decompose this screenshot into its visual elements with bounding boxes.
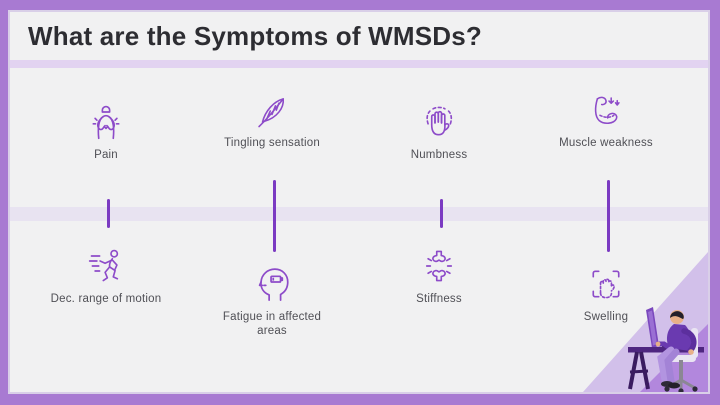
back-pain-icon	[92, 105, 120, 140]
timeline-connector	[273, 180, 276, 252]
symptom-item-fatigue: Fatigue in affected areas	[189, 262, 355, 338]
timeline-connector	[607, 180, 610, 252]
timeline-connector	[107, 199, 110, 228]
symptom-label: Pain	[94, 149, 118, 161]
symptom-item-muscle-weakness: Muscle weakness	[523, 92, 689, 151]
feather-icon	[258, 98, 285, 128]
symptom-label: Fatigue in affected areas	[222, 311, 322, 337]
person-back-pain-desk-illustration	[583, 252, 708, 392]
symptom-item-numbness: Numbness	[356, 102, 522, 163]
symptom-item-swelling: Swelling	[523, 264, 689, 325]
title-bar: What are the Symptoms of WMSDs?	[10, 12, 708, 60]
symptom-label: Numbness	[410, 149, 468, 161]
weak-muscle-icon	[594, 96, 620, 124]
low-battery-head-icon	[258, 268, 289, 302]
page-title: What are the Symptoms of WMSDs?	[28, 20, 483, 51]
timeline-band	[10, 207, 708, 221]
symptom-label: Muscle weakness	[559, 137, 653, 149]
timeline-connector	[440, 199, 443, 228]
symptom-item-stiffness: Stiffness	[356, 246, 522, 307]
slide-card: What are the Symptoms of WMSDs? Pain	[10, 12, 708, 392]
swollen-hand-icon	[592, 270, 620, 299]
symptom-item-pain: Pain	[23, 102, 189, 163]
symptom-label: Tingling sensation	[224, 137, 320, 149]
symptom-label: Dec. range of motion	[50, 293, 162, 305]
symptom-item-range-of-motion: Dec. range of motion	[23, 246, 189, 307]
symptom-label: Swelling	[583, 311, 629, 323]
numb-hand-icon	[426, 106, 453, 136]
symptom-item-tingling: Tingling sensation	[189, 92, 355, 151]
stiff-joint-icon	[425, 250, 453, 282]
running-figure-icon	[88, 249, 119, 282]
title-divider	[10, 60, 708, 68]
symptom-label: Stiffness	[416, 293, 462, 305]
